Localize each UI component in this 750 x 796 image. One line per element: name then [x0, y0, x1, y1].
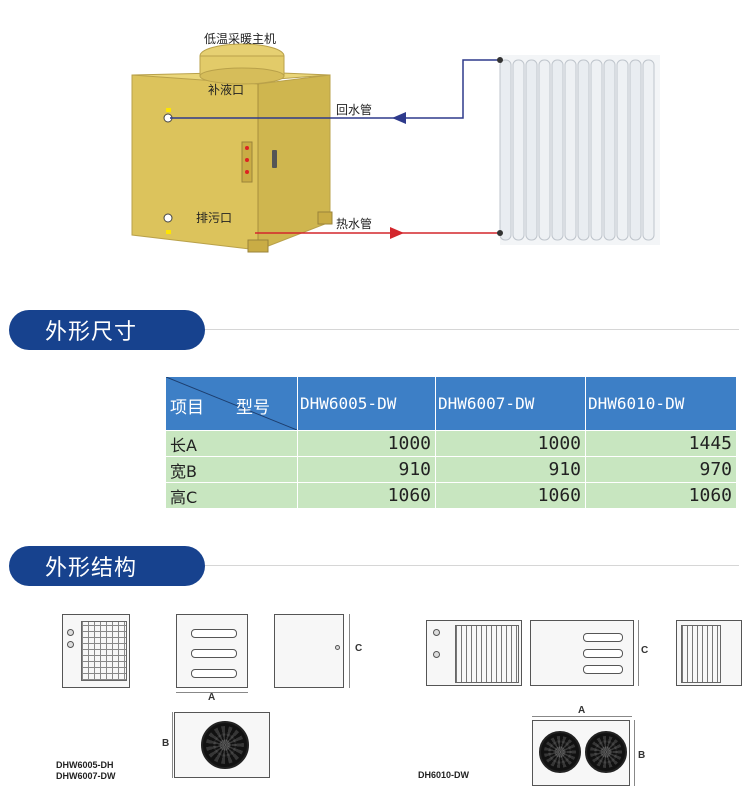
dim-line-b: [172, 712, 173, 778]
front-view-drawing: [426, 620, 522, 686]
dim-label-b: B: [638, 750, 646, 761]
dim-label-a: A: [208, 692, 216, 703]
top-view-drawing: [532, 720, 630, 786]
dim-line-c: [349, 614, 350, 688]
unit-title-label: 低温采暖主机: [204, 32, 277, 46]
model-caption: DHW6007-DW: [56, 771, 116, 781]
table-cell: 1060: [297, 482, 436, 509]
dim-line-c: [638, 620, 639, 686]
table-header-row: 项目 型号 DHW6005-DW DHW6007-DW DHW6010-DW: [165, 376, 737, 431]
radiator: [497, 55, 660, 245]
table-cell: 1445: [585, 430, 737, 457]
section-divider: [9, 565, 739, 566]
drain-port-label: 排污口: [196, 211, 233, 225]
fan-icon: [585, 731, 627, 773]
table-cell: 910: [435, 456, 586, 483]
supply-arrow: [390, 227, 404, 239]
table-row: 宽B 910 910 970: [165, 456, 737, 483]
section-header-dimensions: 外形尺寸: [9, 310, 205, 350]
model-caption: DHW6005-DH: [56, 760, 114, 770]
section-title: 外形结构: [45, 556, 138, 581]
dim-line-b: [634, 720, 635, 786]
dimension-table: 项目 型号 DHW6005-DW DHW6007-DW DHW6010-DW 长…: [165, 376, 737, 509]
table-cell: 970: [585, 456, 737, 483]
dim-line-a: [532, 716, 632, 717]
section-header-structure: 外形结构: [9, 546, 205, 586]
header-item-label: 项目: [170, 398, 204, 418]
return-pipe: [170, 59, 500, 119]
dim-label-a: A: [578, 705, 586, 716]
row-label: 长A: [165, 430, 298, 457]
section-divider: [9, 329, 739, 330]
table-cell: 1000: [297, 430, 436, 457]
fan-icon: [201, 721, 249, 769]
model-header: DHW6005-DW: [297, 376, 436, 431]
supply-pipe-label: 热水管: [336, 217, 373, 231]
unit-handle: [272, 150, 277, 168]
corner-diagonal: [166, 377, 297, 430]
rear-view-drawing: [676, 620, 742, 686]
dim-label-c: C: [355, 643, 363, 654]
table-cell: 1060: [585, 482, 737, 509]
table-corner-header: 项目 型号: [165, 376, 298, 431]
model-caption: DH6010-DW: [418, 770, 470, 780]
model-header: DHW6007-DW: [435, 376, 586, 431]
table-row: 长A 1000 1000 1445: [165, 430, 737, 457]
table-cell: 910: [297, 456, 436, 483]
model-header: DHW6010-DW: [585, 376, 737, 431]
section-title: 外形尺寸: [45, 320, 138, 345]
return-arrow: [392, 112, 406, 124]
fan-icon: [539, 731, 581, 773]
dim-label-b: B: [162, 738, 170, 749]
unit-front-face: [131, 74, 259, 251]
dim-label-c: C: [641, 645, 649, 656]
top-view-drawing: [174, 712, 270, 778]
system-illustration: [131, 43, 660, 253]
row-label: 宽B: [165, 456, 298, 483]
table-row: 高C 1060 1060 1060: [165, 482, 737, 509]
rear-view-drawing: [274, 614, 344, 688]
side-view-drawing: [176, 614, 248, 688]
front-view-drawing: [62, 614, 130, 688]
dim-line-a: [176, 692, 248, 693]
system-diagram: 低温采暖主机 补液口 排污口 回水管 热水管: [0, 0, 750, 285]
table-cell: 1000: [435, 430, 586, 457]
table-cell: 1060: [435, 482, 586, 509]
fill-port-label: 补液口: [208, 83, 245, 97]
return-pipe-label: 回水管: [336, 103, 373, 117]
side-view-drawing: [530, 620, 634, 686]
row-label: 高C: [165, 482, 298, 509]
header-model-label: 型号: [236, 398, 270, 418]
